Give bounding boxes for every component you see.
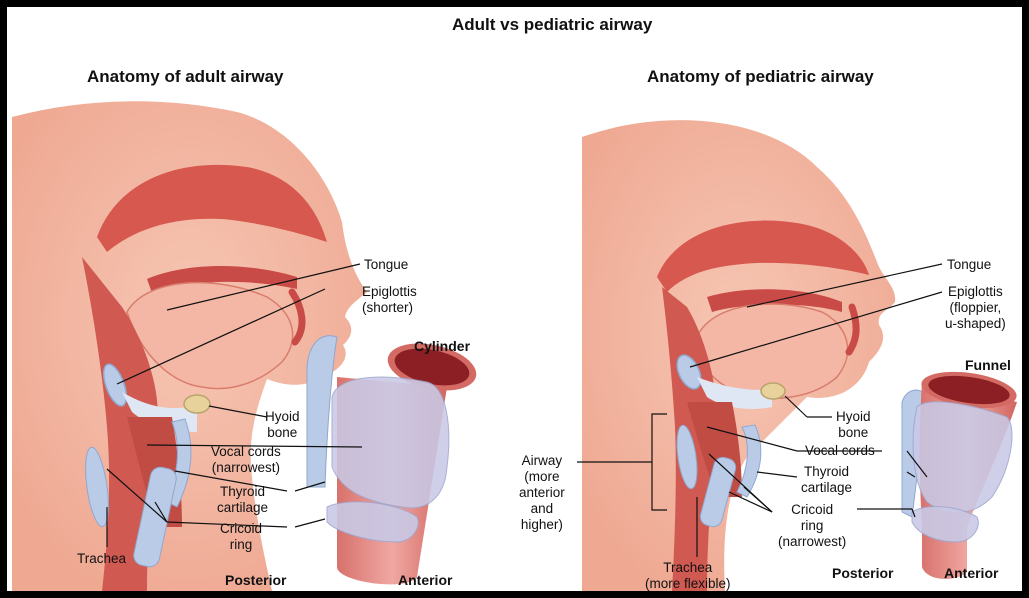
- adult-label-anterior: Anterior: [398, 572, 452, 588]
- pediatric-label-trachea: Trachea (more flexible): [645, 560, 731, 591]
- pediatric-label-vocal-cords: Vocal cords: [805, 443, 875, 459]
- adult-label-trachea: Trachea: [77, 551, 126, 567]
- diagram-frame: Adult vs pediatric airway Anatomy of adu…: [7, 7, 1022, 591]
- adult-label-hyoid: Hyoid bone: [265, 409, 300, 441]
- pediatric-label-thyroid: Thyroid cartilage: [801, 464, 852, 496]
- adult-label-cricoid: Cricoid ring: [220, 521, 262, 553]
- adult-heading: Anatomy of adult airway: [87, 67, 283, 87]
- pediatric-hyoid: [761, 383, 785, 399]
- pediatric-label-airway: Airway (more anterior and higher): [519, 453, 565, 533]
- diagram-title: Adult vs pediatric airway: [452, 15, 652, 35]
- adult-label-posterior: Posterior: [225, 572, 286, 588]
- pediatric-label-hyoid: Hyoid bone: [836, 409, 871, 441]
- pediatric-label-tongue: Tongue: [947, 257, 991, 273]
- adult-label-epiglottis: Epiglottis (shorter): [362, 284, 417, 316]
- adult-hyoid: [184, 395, 210, 413]
- adult-label-vocal-cords: Vocal cords (narrowest): [211, 444, 281, 476]
- pediatric-head: [582, 120, 895, 591]
- adult-label-thyroid: Thyroid cartilage: [217, 484, 268, 516]
- pediatric-heading: Anatomy of pediatric airway: [647, 67, 874, 87]
- pediatric-label-epiglottis: Epiglottis (floppier, u-shaped): [945, 284, 1006, 332]
- pediatric-label-cricoid: Cricoid ring (narrowest): [778, 502, 846, 550]
- pediatric-label-shape: Funnel: [965, 357, 1011, 373]
- pediatric-funnel-model: [902, 366, 1019, 578]
- adult-label-tongue: Tongue: [364, 257, 408, 273]
- pediatric-label-anterior: Anterior: [944, 565, 998, 581]
- airway-illustration: [7, 7, 1022, 591]
- adult-cylinder-model: [307, 336, 481, 585]
- pediatric-label-posterior: Posterior: [832, 565, 893, 581]
- adult-label-shape: Cylinder: [414, 338, 470, 354]
